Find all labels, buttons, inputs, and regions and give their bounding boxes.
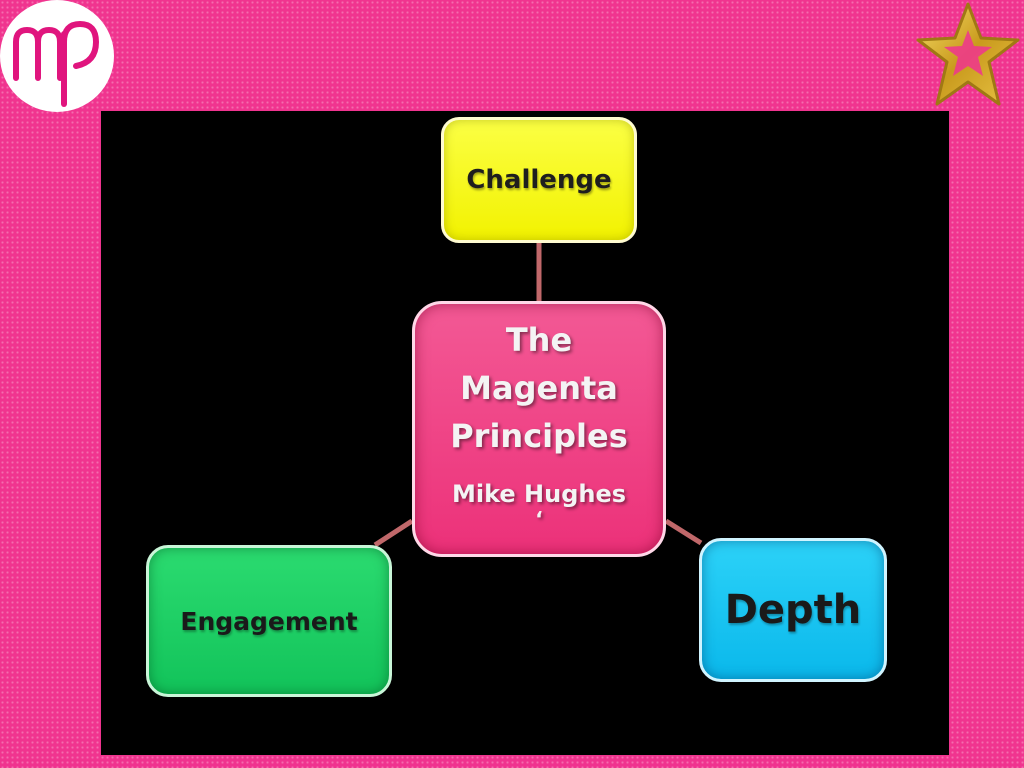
center-title-line-1: The: [505, 321, 573, 359]
connector-lines: [373, 243, 703, 548]
node-engagement-label: Engagement: [180, 606, 358, 636]
mp-logo-icon: [13, 21, 99, 107]
node-engagement: Engagement: [146, 545, 392, 697]
center-title-line-3: Principles: [450, 417, 628, 455]
connector-engagement: [373, 518, 414, 548]
center-title-line-2: Magenta: [460, 369, 618, 407]
node-challenge-label: Challenge: [466, 165, 612, 195]
mp-logo: [0, 0, 114, 112]
center-mark: ‘: [535, 507, 543, 531]
center-author: Mike Hughes: [451, 480, 627, 508]
connector-depth: [664, 518, 703, 546]
diagram-panel: Challenge The Magenta Principles Mike Hu…: [101, 111, 949, 755]
node-center: The Magenta Principles Mike Hughes ‘: [412, 301, 666, 557]
node-depth: Depth: [699, 538, 887, 682]
node-depth-label: Depth: [724, 587, 862, 633]
node-challenge: Challenge: [441, 117, 637, 243]
gold-star-icon: [916, 2, 1020, 106]
